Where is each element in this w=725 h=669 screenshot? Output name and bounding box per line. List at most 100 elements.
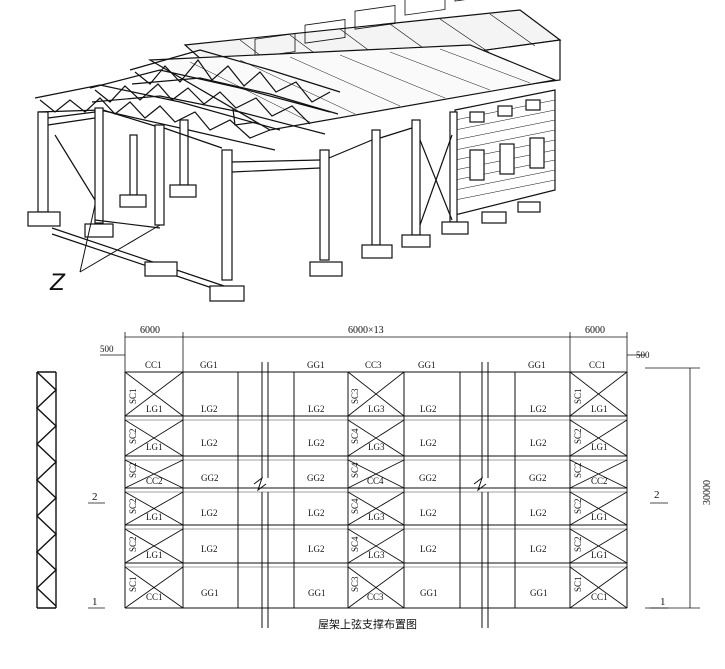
cell-label: LG1 — [591, 512, 608, 522]
column-footings — [27, 184, 541, 302]
plan-caption: 屋架上弦支撑布置图 — [318, 617, 417, 631]
steel-frame-perspective-sketch — [27, 0, 562, 302]
dim-top-left: 6000 — [140, 325, 160, 336]
cell-label: GG1 — [201, 588, 219, 598]
offset-right: 500 — [636, 350, 650, 360]
axis-bottom-left: 1 — [92, 596, 98, 608]
top-labels: CC1 GG1 GG1 CC3 GG1 GG1 CC1 — [145, 360, 606, 370]
top-label: GG1 — [418, 360, 436, 370]
top-label: GG1 — [307, 360, 325, 370]
corrugated-side-wall — [454, 89, 556, 216]
sc-label: SC1 — [128, 576, 138, 592]
axis-top-right: 2 — [654, 489, 660, 501]
sc-label: SC4 — [350, 428, 360, 444]
grid-cell-labels: LG1 LG2 LG2 LG3 LG2 LG2 LG1 LG1 LG2 LG2 … — [146, 404, 608, 602]
sc-label: SC2 — [128, 428, 138, 444]
cell-label: LG1 — [146, 550, 163, 560]
cell-label: CC1 — [591, 592, 608, 602]
offset-left: 500 — [100, 344, 114, 354]
sc-label: SC4 — [350, 462, 360, 478]
cell-label: LG1 — [591, 550, 608, 560]
top-label: CC1 — [589, 360, 606, 370]
cell-label: LG2 — [201, 544, 218, 554]
cell-label: LG2 — [420, 404, 437, 414]
roof-bracing-plan — [88, 332, 700, 628]
cell-label: LG2 — [530, 544, 547, 554]
axis-top-left: 2 — [92, 491, 98, 503]
cell-label: LG2 — [308, 438, 325, 448]
sc-label: SC3 — [350, 388, 360, 404]
cell-label: LG3 — [368, 442, 385, 452]
cell-label: CC4 — [367, 476, 384, 486]
cell-label: LG2 — [201, 438, 218, 448]
sc-label: SC2 — [128, 462, 138, 478]
cell-label: GG2 — [307, 473, 325, 483]
sc-label: SC4 — [350, 498, 360, 514]
tie-beams — [47, 109, 413, 295]
cell-label: GG1 — [530, 588, 548, 598]
sc-label: SC3 — [350, 576, 360, 592]
front-roof-trusses — [34, 49, 341, 151]
steel-columns — [37, 107, 458, 281]
dim-top-mid: 6000×13 — [348, 325, 384, 336]
sc-label: SC1 — [573, 576, 583, 592]
cell-label: LG2 — [420, 438, 437, 448]
cell-label: CC2 — [591, 476, 608, 486]
cell-label: LG2 — [201, 508, 218, 518]
cell-label: CC3 — [367, 592, 384, 602]
low-bay-roof — [147, 44, 558, 131]
cell-label: LG2 — [420, 508, 437, 518]
break-lines — [253, 362, 489, 628]
cell-label: GG1 — [308, 588, 326, 598]
cell-label: GG2 — [201, 473, 219, 483]
cell-label: LG2 — [530, 438, 547, 448]
sc-label: SC2 — [573, 498, 583, 514]
bracing-right-bay — [569, 371, 628, 609]
plan-grid-lines — [124, 371, 628, 609]
cell-label: CC1 — [146, 592, 163, 602]
top-label: GG1 — [200, 360, 218, 370]
cell-label: LG2 — [308, 508, 325, 518]
cell-label: GG2 — [529, 473, 547, 483]
top-label: CC1 — [145, 360, 162, 370]
axis-markers — [88, 502, 668, 609]
truss-elevation-strip — [35, 371, 58, 609]
sc-label: SC4 — [350, 536, 360, 552]
sc-label: SC2 — [573, 536, 583, 552]
dim-height: 30000 — [702, 480, 713, 505]
top-dimension-lines — [100, 332, 645, 372]
cell-label: LG2 — [530, 508, 547, 518]
sc-label: SC1 — [128, 388, 138, 404]
cell-label: LG3 — [368, 404, 385, 414]
sc-label: SC2 — [128, 498, 138, 514]
cell-label: LG3 — [368, 512, 385, 522]
cell-label: LG2 — [420, 544, 437, 554]
bracing-middle-bay — [347, 371, 405, 609]
cell-label: LG3 — [368, 550, 385, 560]
cell-label: LG2 — [530, 404, 547, 414]
cell-label: LG2 — [308, 404, 325, 414]
cell-label: LG1 — [146, 404, 163, 414]
cell-label: LG2 — [308, 544, 325, 554]
right-height-dimension — [645, 367, 700, 609]
top-label: CC3 — [365, 360, 382, 370]
sc-label: SC1 — [573, 388, 583, 404]
cell-label: GG2 — [419, 473, 437, 483]
cell-label: LG1 — [146, 442, 163, 452]
dim-top-right: 6000 — [585, 325, 605, 336]
cell-label: GG1 — [420, 588, 438, 598]
handwritten-z-mark: Z — [49, 271, 66, 296]
top-label: GG1 — [528, 360, 546, 370]
cell-label: LG1 — [591, 442, 608, 452]
sc-label: SC2 — [573, 428, 583, 444]
handwritten-pointer — [79, 204, 161, 273]
sc-label: SC2 — [128, 536, 138, 552]
axis-bottom-right: 1 — [660, 596, 666, 608]
sc-label: SC2 — [573, 462, 583, 478]
bracing-left-bay — [124, 371, 184, 609]
cell-label: LG1 — [591, 404, 608, 414]
cell-label: CC2 — [146, 476, 163, 486]
support-column-labels: SC1 SC2 SC2 SC2 SC2 SC1 SC3 SC4 SC4 SC4 … — [128, 388, 583, 592]
cell-label: LG2 — [201, 404, 218, 414]
